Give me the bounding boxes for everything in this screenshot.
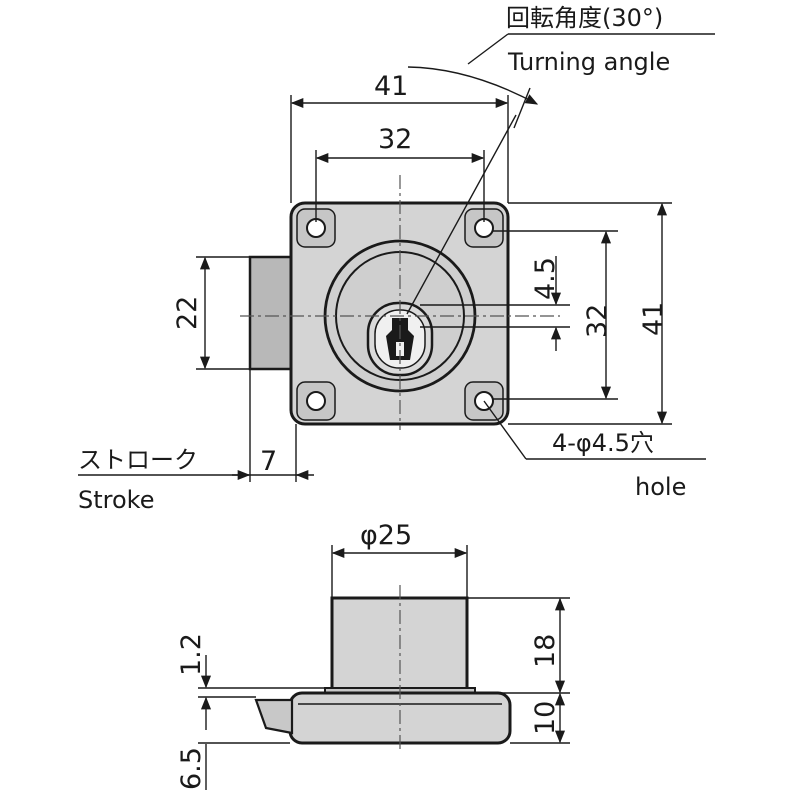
height-32-label: 32 xyxy=(582,304,613,338)
side-18-label: 18 xyxy=(530,634,561,668)
width-41-label: 41 xyxy=(374,71,408,102)
mounting-hole-top-right xyxy=(464,208,504,248)
diameter-25-label: φ25 xyxy=(360,520,412,551)
turning-angle-callout: 回転角度(30°) Turning angle xyxy=(407,4,715,129)
side-left-dimensions: 1.2 6.5 xyxy=(176,633,326,790)
side-1-2-label: 1.2 xyxy=(176,633,207,676)
side-view xyxy=(254,585,512,752)
stroke-value-label: 7 xyxy=(260,446,277,477)
stroke-en-label: Stroke xyxy=(78,486,154,514)
mounting-hole-bottom-left xyxy=(296,381,336,421)
side-6-5-label: 6.5 xyxy=(176,747,207,790)
height-4-5-dimension: 4.5 xyxy=(420,256,570,351)
width-41-dimension: 41 xyxy=(290,71,509,203)
height-41-dimension: 41 xyxy=(508,202,672,425)
height-22-label: 22 xyxy=(172,296,203,330)
height-32-dimension: 32 xyxy=(493,230,618,400)
width-32-dimension: 32 xyxy=(315,124,485,222)
hole-en-label: hole xyxy=(635,473,686,501)
side-right-dimensions: 18 10 xyxy=(467,597,570,744)
height-41-label: 41 xyxy=(638,302,669,336)
side-10-label: 10 xyxy=(530,701,561,735)
hole-jp-label: 4-φ4.5穴 xyxy=(552,429,654,457)
turning-angle-en-label: Turning angle xyxy=(507,48,670,76)
turning-angle-jp-label: 回転角度(30°) xyxy=(506,4,663,32)
height-4-5-label: 4.5 xyxy=(530,257,561,300)
diameter-25-dimension: φ25 xyxy=(331,520,468,598)
front-view xyxy=(240,114,560,430)
bolt-body xyxy=(248,255,298,371)
width-32-label: 32 xyxy=(378,124,412,155)
height-22-dimension: 22 xyxy=(172,256,250,370)
hole-callout: 4-φ4.5穴 hole xyxy=(483,400,706,501)
bolt-tip-side xyxy=(254,698,294,735)
stroke-dimension: ストローク 7 Stroke xyxy=(78,369,314,514)
stroke-jp-label: ストローク xyxy=(78,446,198,474)
